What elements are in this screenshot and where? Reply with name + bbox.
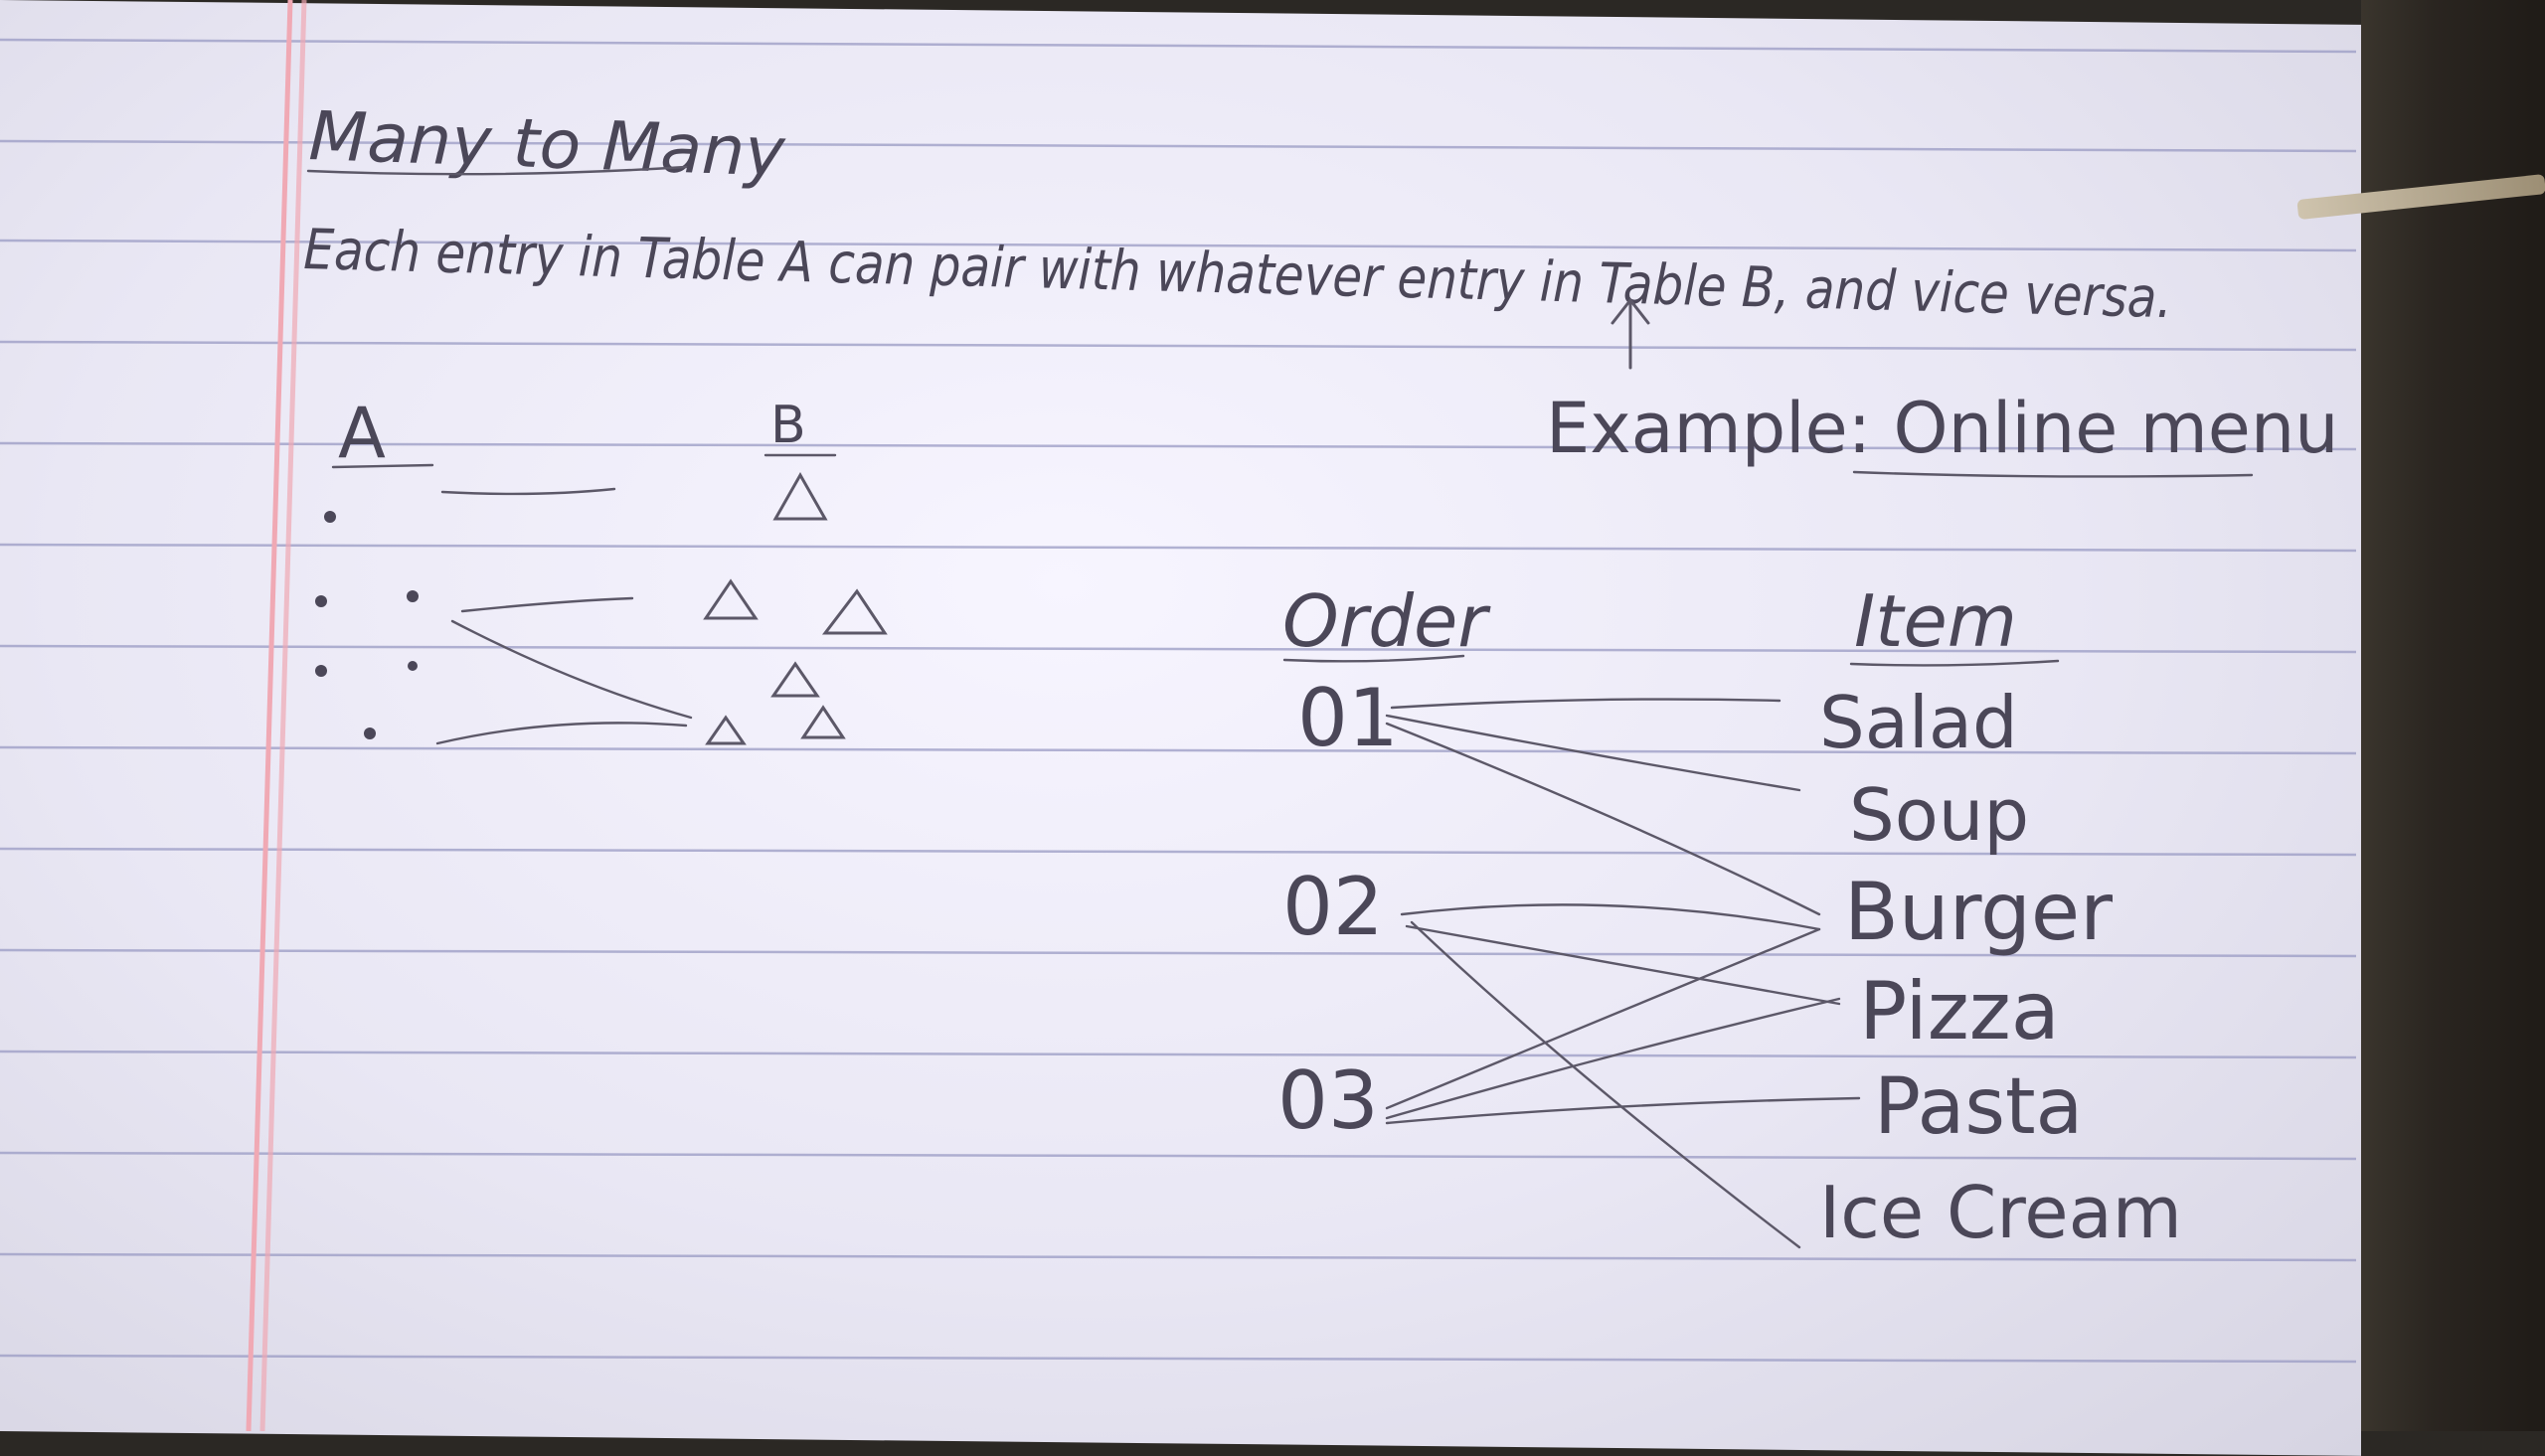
table-a-dots <box>315 511 419 739</box>
item-header: Item <box>1854 579 2017 663</box>
table-b-triangles <box>703 471 888 745</box>
margin-line-inner <box>259 0 307 1431</box>
table-a-underline <box>331 463 434 469</box>
arrow-up-icon <box>1611 297 1650 370</box>
definition-text: Each entry in Table A can pair with what… <box>303 218 2173 331</box>
item-pizza: Pizza <box>1859 965 2060 1057</box>
order-03: 03 <box>1277 1054 1379 1147</box>
table-a-label: A <box>338 393 386 474</box>
item-ice-cream: Ice Cream <box>1819 1171 2182 1254</box>
a-to-b-connectors <box>435 487 693 745</box>
order-01: 01 <box>1297 672 1399 764</box>
heading-underline <box>306 165 688 176</box>
order-item-connectors <box>1385 698 1861 1249</box>
order-underline <box>1282 654 1465 663</box>
margin-line <box>246 0 293 1431</box>
item-pasta: Pasta <box>1874 1062 2083 1152</box>
item-underline <box>1849 659 2060 667</box>
item-burger: Burger <box>1844 866 2113 958</box>
table-b-label: B <box>770 396 806 455</box>
example-underline <box>1852 470 2254 478</box>
notes-heading: Many to Many <box>307 97 786 193</box>
example-label: Example: Online menu <box>1546 388 2339 469</box>
item-salad: Salad <box>1819 681 2018 764</box>
desk-surface <box>2361 0 2545 1431</box>
item-soup: Soup <box>1849 773 2029 857</box>
order-02: 02 <box>1282 861 1384 953</box>
ruled-lines <box>0 38 2357 1364</box>
order-header: Order <box>1282 579 1491 663</box>
